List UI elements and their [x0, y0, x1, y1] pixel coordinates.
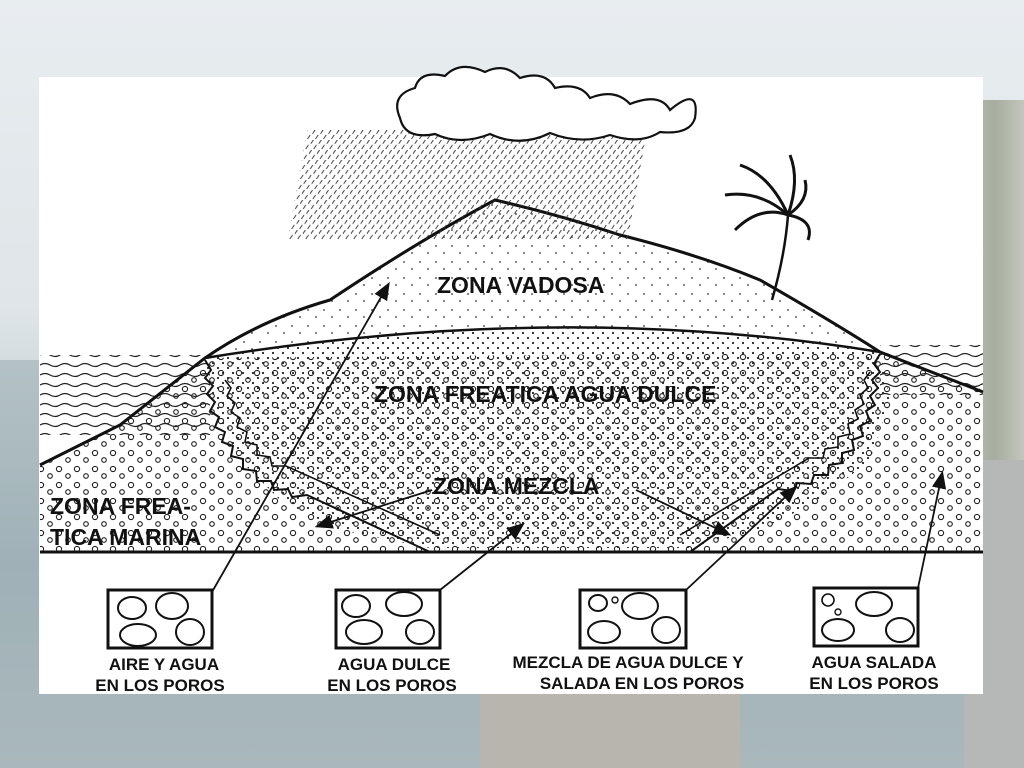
caption-mezcla-2: SALADA EN LOS POROS	[540, 674, 744, 693]
palm-tree-icon	[724, 154, 811, 301]
pore-box-agua-salada	[812, 586, 920, 648]
label-zona-mezcla: ZONA MEZCLA	[433, 473, 600, 499]
pore-box-aire-agua	[106, 588, 214, 650]
pore-box-agua-dulce	[334, 588, 442, 650]
pore-box-mezcla	[578, 588, 688, 650]
arrow-agua-salada	[917, 470, 947, 589]
zone-freatica-dulce-area	[205, 327, 890, 548]
mezcla-arrow-right	[635, 489, 732, 536]
rain-cloud-icon	[287, 65, 697, 240]
label-zona-vadosa: ZONA VADOSA	[437, 272, 604, 298]
label-zona-freatica-dulce: ZONA FREATICA AGUA DULCE	[374, 381, 716, 407]
background-rock	[480, 690, 740, 768]
caption-agua-dulce-2: EN LOS POROS	[327, 676, 456, 695]
label-zona-marina-2: TICA MARINA	[50, 524, 201, 550]
caption-aire-agua-1: AIRE Y AGUA	[109, 655, 219, 674]
label-zona-marina-1: ZONA FREA-	[50, 493, 191, 519]
arrow-aire-agua	[211, 281, 390, 593]
caption-aire-agua-2: EN LOS POROS	[95, 676, 224, 695]
mixing-boundary-outer	[203, 353, 882, 553]
mezcla-arrow-left	[314, 489, 433, 529]
caption-agua-salada-1: AGUA SALADA	[812, 653, 937, 672]
caption-agua-dulce-1: AGUA DULCE	[338, 655, 451, 674]
caption-agua-salada-2: EN LOS POROS	[809, 674, 938, 693]
mixing-boundary-inner	[224, 371, 871, 536]
caption-mezcla-1: MEZCLA DE AGUA DULCE Y	[512, 653, 744, 672]
arrow-mezcla	[685, 485, 798, 591]
arrow-agua-dulce	[439, 522, 525, 591]
